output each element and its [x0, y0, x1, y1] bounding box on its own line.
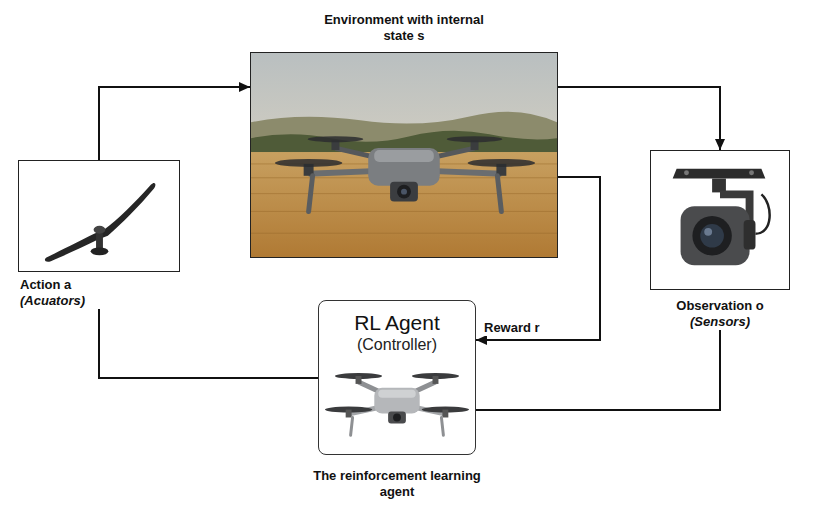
camera-gimbal-icon	[651, 151, 789, 289]
illustration-part	[390, 182, 418, 202]
illustration-part	[308, 136, 364, 142]
illustration-part	[755, 194, 769, 233]
agent-subtitle: (Controller)	[319, 335, 475, 355]
illustration-part	[275, 159, 343, 167]
illustration-part	[275, 136, 535, 211]
illustration-part	[374, 150, 434, 162]
illustration-part	[712, 179, 726, 193]
heading-group: Environment with internal state s	[250, 12, 558, 44]
picture-frame	[250, 52, 558, 258]
agent-title: RL Agent	[319, 301, 475, 335]
environment-node: Environment with internal state s	[250, 12, 558, 258]
field-drone-illustration	[251, 53, 557, 257]
propeller-icon	[19, 161, 179, 271]
illustration-part	[351, 417, 444, 435]
picture-node: Observation o(Sensors)	[650, 150, 790, 330]
node-label: (Sensors)	[650, 314, 790, 330]
agent-caption: The reinforcement learning agent	[302, 468, 492, 500]
illustration-part	[744, 220, 756, 250]
illustration-part	[368, 148, 440, 186]
illustration-part	[442, 410, 448, 418]
illustration-part	[45, 183, 156, 262]
illustration-part	[356, 376, 362, 384]
agent-node: RL Agent(Controller)The reinforcement le…	[318, 300, 476, 455]
illustration-part	[447, 136, 503, 142]
node-label: Action a	[18, 277, 180, 293]
illustration-part	[749, 170, 754, 175]
flow-connector	[558, 87, 720, 150]
illustration-part	[704, 228, 712, 236]
environment-heading: Environment with internal state s	[319, 12, 489, 44]
illustration-part	[700, 224, 724, 248]
illustration-part	[91, 247, 109, 255]
picture-frame	[650, 150, 790, 290]
illustration-part	[468, 159, 536, 167]
illustration-part	[309, 176, 502, 212]
illustration-part	[346, 410, 352, 418]
illustration-part	[673, 169, 766, 179]
illustration-part	[393, 414, 401, 422]
flow-connector	[476, 330, 720, 410]
illustration-part	[374, 388, 419, 414]
illustration-part	[692, 216, 731, 255]
illustration-part	[388, 412, 406, 424]
illustration-part	[433, 376, 439, 384]
flow-connector	[99, 309, 318, 378]
flow-connector	[99, 87, 250, 160]
node-label: (Acuators)	[18, 293, 180, 309]
illustration-part	[684, 170, 689, 175]
picture-node: Action a(Acuators)	[18, 160, 180, 309]
illustration-part	[397, 185, 411, 199]
illustration-part	[251, 53, 557, 257]
illustration-part	[94, 226, 106, 234]
illustration-part	[378, 390, 416, 398]
picture-frame	[18, 160, 180, 272]
illustration-part	[681, 206, 750, 265]
edge-label: Reward r	[482, 320, 542, 336]
illustration-part	[401, 189, 407, 195]
node-label: Observation o	[650, 298, 790, 314]
